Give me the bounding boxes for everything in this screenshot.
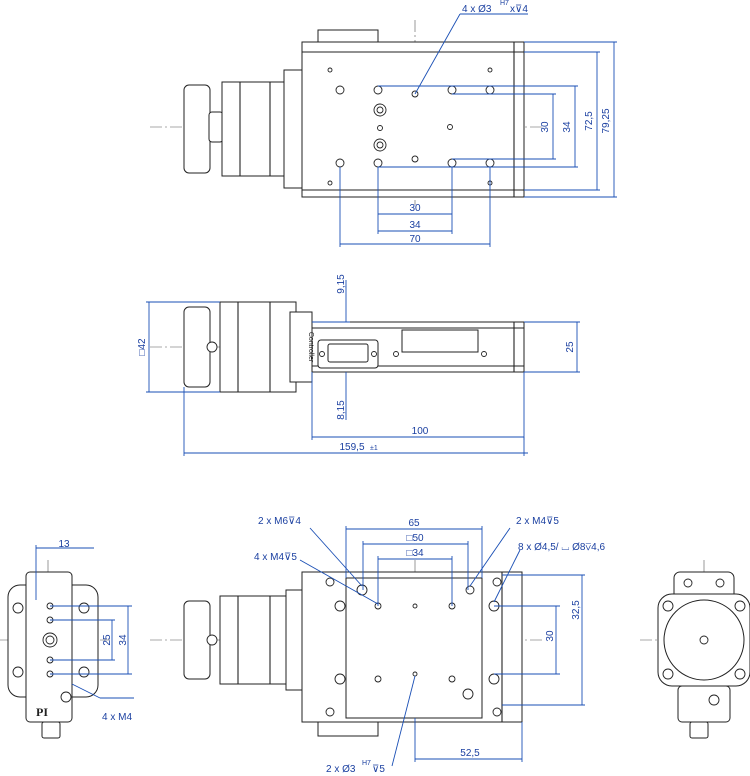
top-holes [327, 67, 495, 186]
side-view: Controller 9,15 □42 25 8,15 100 159,5 ±1 [137, 274, 580, 456]
m4-left-callout: 4 x M4⊽5 [254, 552, 297, 563]
bottom-motor [219, 595, 293, 685]
dim-34-end: 34 [118, 634, 129, 646]
dim-square-34: □34 [406, 548, 424, 559]
dim-square-50: □50 [406, 533, 424, 544]
top-holes-callout: 4 x Ø3 [462, 4, 492, 15]
top-dimensions [339, 13, 617, 247]
side-knob [183, 306, 211, 388]
counterbore-callout: 8 x Ø4,5/ ⌴ Ø8⊽4,6 [518, 542, 605, 553]
dim-13: 13 [58, 539, 70, 550]
dim-72-5: 72,5 [584, 111, 595, 131]
dim-9-15: 9,15 [336, 274, 347, 294]
bottom-holes-callout: 2 x Ø3 [326, 764, 356, 775]
dim-25: 25 [565, 341, 576, 353]
dim-65: 65 [408, 518, 420, 529]
motor-end-view [640, 560, 750, 740]
bottom-holes-depth: ⊽5 [372, 764, 385, 775]
bottom-carriage [345, 577, 483, 719]
side-dimensions [146, 280, 580, 456]
end-dimensions [35, 545, 134, 699]
dim-100: 100 [412, 426, 429, 437]
dim-8-15: 8,15 [336, 400, 347, 420]
end-view: PI 13 25 34 4 x M4 [0, 539, 134, 740]
bottom-view: 2 x M6⊽4 2 x M4⊽5 4 x M4⊽5 8 x Ø4,5/ ⌴ Ø… [150, 516, 605, 775]
dim-52-5: 52,5 [460, 748, 480, 759]
dim-79-25: 79,25 [601, 108, 612, 133]
dim-70: 70 [409, 234, 421, 245]
m6-callout: 2 x M6⊽4 [258, 516, 301, 527]
dim-34-vertical: 34 [562, 121, 573, 133]
dim-30-vertical: 30 [540, 121, 551, 133]
stage-body [301, 41, 525, 198]
dim-square-42: □42 [137, 338, 148, 356]
motor-end-bottom-block [677, 685, 731, 723]
pi-logo: PI [36, 705, 48, 719]
dim-159-5-tolerance: ±1 [370, 445, 378, 452]
bottom-holes-tolerance: H7 [362, 760, 371, 767]
bottom-knob [183, 600, 211, 680]
controller-label: Controller [307, 332, 314, 363]
knob [183, 84, 211, 174]
bottom-dimensions [299, 526, 585, 767]
dim-30-bottom: 30 [545, 630, 556, 642]
dim-159-5: 159,5 [339, 442, 364, 453]
m4-top-callout: 2 x M4⊽5 [516, 516, 559, 527]
m4-callout: 4 x M4 [102, 712, 132, 723]
dim-30-horizontal: 30 [409, 203, 421, 214]
side-motor-body [219, 301, 297, 393]
top-holes-tolerance: H7 [500, 0, 509, 7]
top-view: 4 x Ø3 H7 x⊽4 30 34 72,5 79,25 30 34 70 [150, 0, 617, 247]
motor-body [221, 81, 291, 177]
top-holes-depth: x⊽4 [510, 4, 528, 15]
dim-32-5: 32,5 [571, 600, 582, 620]
dim-34-horizontal: 34 [409, 220, 421, 231]
dim-25-end: 25 [102, 634, 113, 646]
